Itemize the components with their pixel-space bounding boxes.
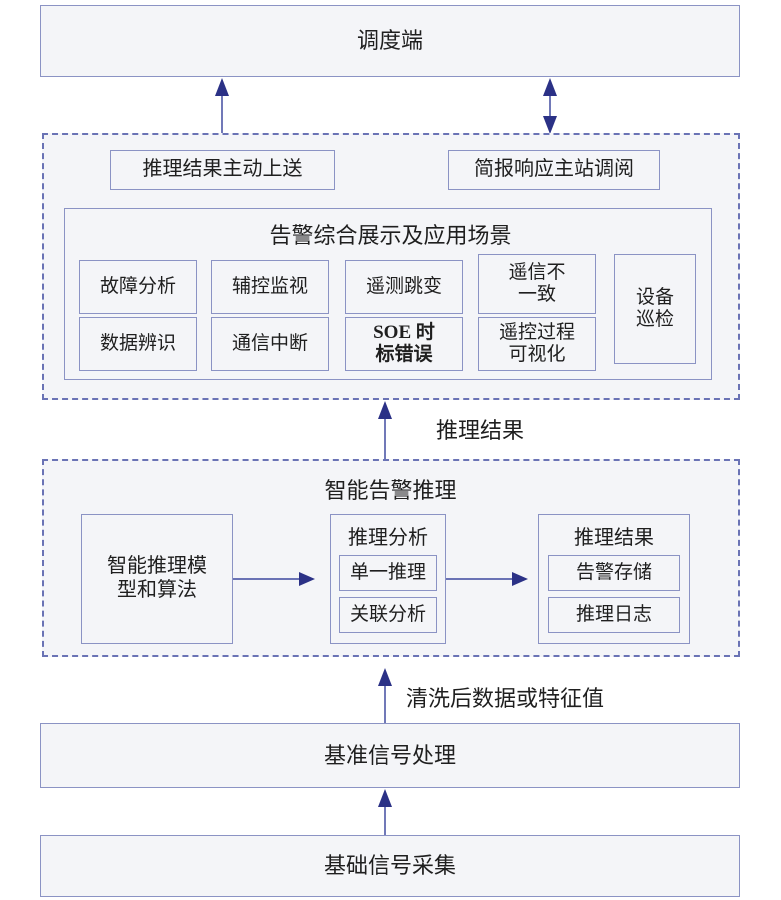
result-child-reasoning-log[interactable]: 推理日志 xyxy=(548,597,680,633)
active-upload-label: 推理结果主动上送 xyxy=(142,158,303,181)
arrow-model-to-analysis-shaft xyxy=(233,578,300,580)
alarm-display-panel-title: 告警综合展示及应用场景 xyxy=(269,223,512,248)
analysis-child-correlation-analysis-label: 关联分析 xyxy=(349,603,426,625)
scenario-communication-interruption-label: 通信中断 xyxy=(231,332,308,354)
arrow-briefing-dispatch-head-down xyxy=(543,116,557,134)
dispatch-terminal-label: 调度端 xyxy=(356,28,423,54)
arrow-acquisition-to-baseline-shaft xyxy=(384,806,386,835)
active-upload-box[interactable]: 推理结果主动上送 xyxy=(110,150,335,190)
arrow-reasoning-to-presentation-head xyxy=(378,401,392,419)
scenario-remote-control-visualization-label: 遥控过程 可视化 xyxy=(498,321,575,365)
arrow-reasoning-to-presentation-shaft xyxy=(384,418,386,459)
baseline-signal-processing-box[interactable]: 基准信号处理 xyxy=(40,723,740,788)
arrow-upload-to-dispatch-shaft xyxy=(221,95,223,133)
edge-label-reasoning-result: 推理结果 xyxy=(436,418,525,443)
arrow-baseline-to-reasoning-shaft xyxy=(384,685,386,723)
arrow-analysis-to-result-shaft xyxy=(446,578,513,580)
scenario-fault-analysis[interactable]: 故障分析 xyxy=(79,260,197,314)
briefing-response-box[interactable]: 简报响应主站调阅 xyxy=(448,150,660,190)
analysis-child-correlation-analysis[interactable]: 关联分析 xyxy=(339,597,437,633)
scenario-soe-timestamp-error-label: SOE 时 标错误 xyxy=(373,321,435,365)
edge-label-cleaned-data: 清洗后数据或特征值 xyxy=(406,686,605,711)
result-child-alarm-storage[interactable]: 告警存储 xyxy=(548,555,680,591)
baseline-signal-processing-label: 基准信号处理 xyxy=(323,742,456,768)
scenario-auxiliary-monitoring-label: 辅控监视 xyxy=(231,275,308,297)
reasoning-result-title: 推理结果 xyxy=(574,527,654,549)
dispatch-terminal-box[interactable]: 调度端 xyxy=(40,5,740,77)
scenario-device-inspection[interactable]: 设备 巡检 xyxy=(614,254,696,364)
scenario-telesignal-inconsistent-label: 遥信不 一致 xyxy=(508,261,566,305)
reasoning-model-box[interactable]: 智能推理模 型和算法 xyxy=(81,514,233,644)
scenario-device-inspection-label: 设备 巡检 xyxy=(635,286,674,330)
analysis-child-single-reasoning-label: 单一推理 xyxy=(349,561,426,583)
arrow-briefing-dispatch-head-up xyxy=(543,78,557,96)
arrow-briefing-dispatch-shaft xyxy=(549,95,551,117)
arrow-baseline-to-reasoning-head xyxy=(378,668,392,686)
arrow-analysis-to-result-head xyxy=(512,572,528,586)
reasoning-model-label: 智能推理模 型和算法 xyxy=(107,555,207,601)
arrow-model-to-analysis-head xyxy=(299,572,315,586)
arrow-upload-to-dispatch-head xyxy=(215,78,229,96)
basic-signal-acquisition-label: 基础信号采集 xyxy=(323,853,456,879)
reasoning-section-title: 智能告警推理 xyxy=(324,478,457,503)
scenario-data-identification-label: 数据辨识 xyxy=(99,332,176,354)
analysis-child-single-reasoning[interactable]: 单一推理 xyxy=(339,555,437,591)
scenario-telesignal-inconsistent[interactable]: 遥信不 一致 xyxy=(478,254,596,314)
reasoning-analysis-title: 推理分析 xyxy=(348,527,428,549)
briefing-response-label: 简报响应主站调阅 xyxy=(474,158,634,181)
scenario-soe-timestamp-error[interactable]: SOE 时 标错误 xyxy=(345,317,463,371)
scenario-fault-analysis-label: 故障分析 xyxy=(99,275,176,297)
result-child-reasoning-log-label: 推理日志 xyxy=(575,603,652,625)
scenario-telemetry-jump[interactable]: 遥测跳变 xyxy=(345,260,463,314)
arrow-acquisition-to-baseline-head xyxy=(378,789,392,807)
scenario-telemetry-jump-label: 遥测跳变 xyxy=(365,275,442,297)
scenario-auxiliary-monitoring[interactable]: 辅控监视 xyxy=(211,260,329,314)
result-child-alarm-storage-label: 告警存储 xyxy=(575,561,652,583)
scenario-data-identification[interactable]: 数据辨识 xyxy=(79,317,197,371)
scenario-communication-interruption[interactable]: 通信中断 xyxy=(211,317,329,371)
basic-signal-acquisition-box[interactable]: 基础信号采集 xyxy=(40,835,740,897)
scenario-remote-control-visualization[interactable]: 遥控过程 可视化 xyxy=(478,317,596,371)
